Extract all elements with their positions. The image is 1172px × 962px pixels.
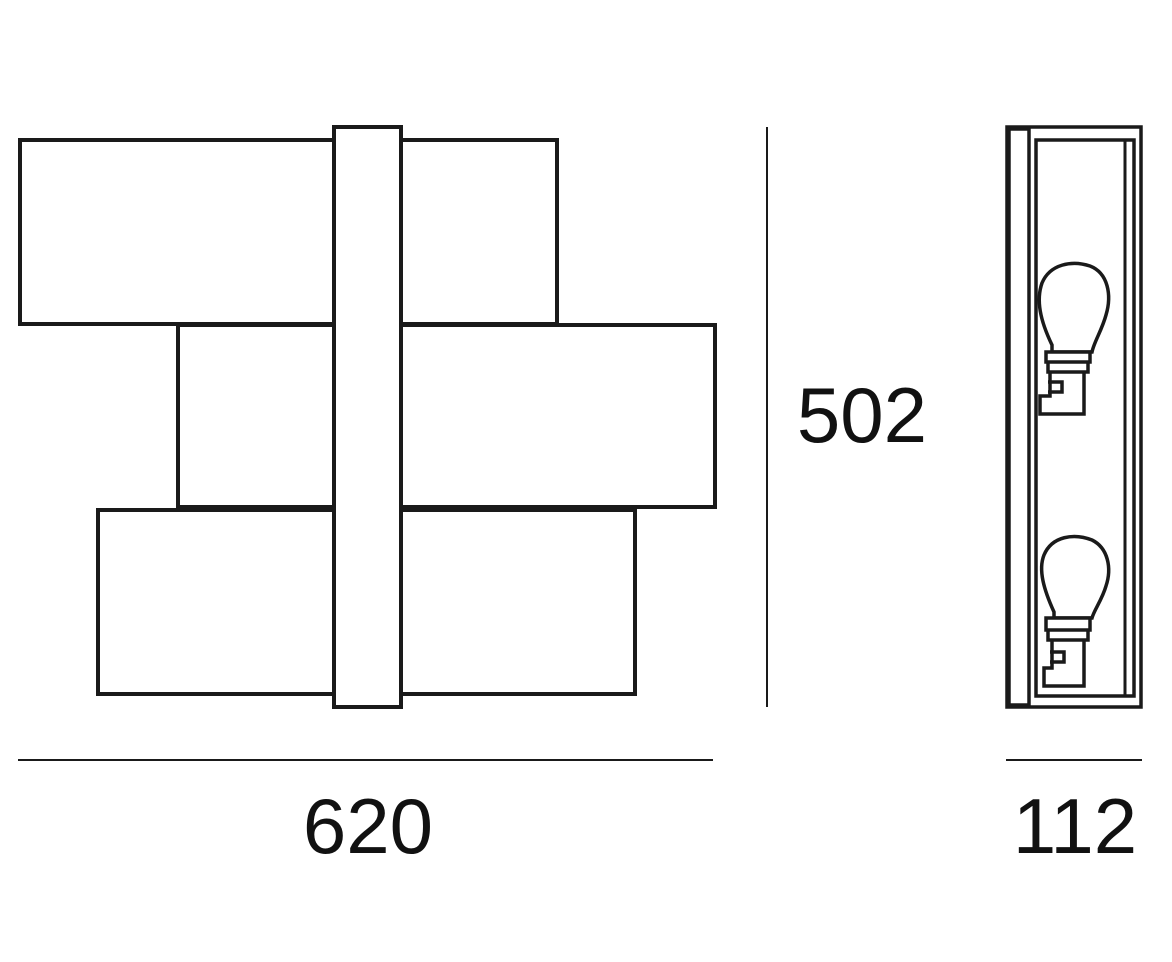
upper-bulb-socket <box>1038 350 1092 416</box>
side-back-plate <box>1007 127 1031 707</box>
upper-bulb-clip <box>1048 380 1064 394</box>
lower-bulb-clip <box>1050 650 1066 664</box>
depth-dimension-label: 112 <box>1013 782 1137 870</box>
lower-bulb-glass-icon <box>1039 534 1111 620</box>
upper-bulb <box>1037 261 1111 416</box>
height-dimension-label: 502 <box>797 371 927 459</box>
side-housing-outer <box>1005 125 1143 709</box>
top-panel <box>18 138 559 326</box>
width-dimension-label: 620 <box>303 782 433 870</box>
lower-bulb-socket <box>1042 616 1092 688</box>
side-view <box>1005 125 1143 709</box>
lower-bulb <box>1039 534 1111 688</box>
middle-panel <box>176 323 717 509</box>
side-inner-chamber <box>1034 138 1136 698</box>
upper-bulb-glass-icon <box>1037 261 1111 354</box>
center-bar <box>332 125 403 709</box>
front-view <box>18 125 717 709</box>
